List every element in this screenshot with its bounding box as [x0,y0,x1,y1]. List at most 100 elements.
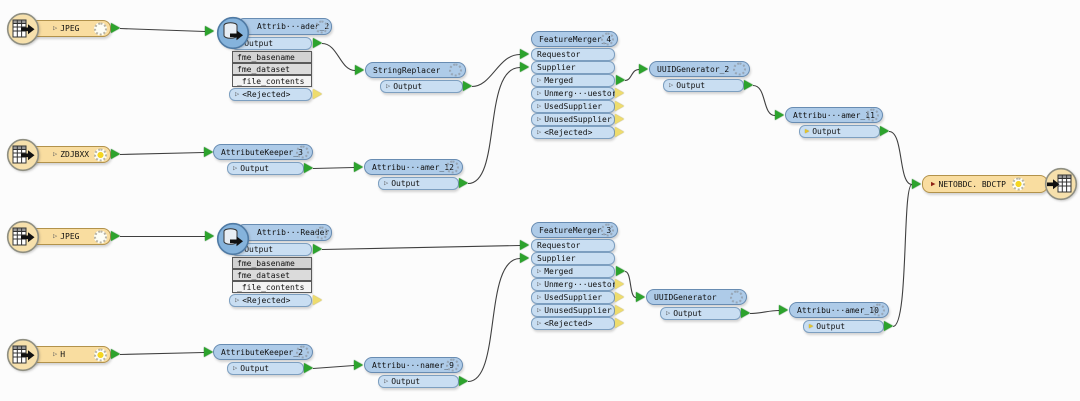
connection[interactable] [119,27,206,33]
port-output[interactable]: ▷ Output [380,80,463,93]
node-featuremerger-3[interactable]: FeatureMerger_3 [531,222,618,238]
gear-icon[interactable] [449,63,462,77]
port-used-supplier[interactable]: ▷ UsedSupplier [531,291,615,304]
gear-icon[interactable] [866,108,879,122]
gear-icon[interactable] [296,145,309,159]
port-rejected[interactable]: ▷ <Rejected> [531,126,615,139]
node-stringreplacer[interactable]: StringReplacer [365,62,466,78]
attribute-row[interactable]: fme_basename [232,51,312,63]
connection[interactable] [321,244,521,251]
attribute-row[interactable]: fme_dataset [232,269,312,281]
connection[interactable] [467,257,521,383]
input-connector[interactable] [205,231,214,241]
output-connector[interactable] [880,126,889,136]
connection[interactable] [752,84,776,117]
output-connector[interactable] [615,88,624,98]
output-connector[interactable] [615,305,624,315]
port-unused-supplier[interactable]: ▷ UnusedSupplier [531,113,615,126]
connection[interactable] [467,66,521,185]
port-rejected[interactable]: ▷ <Rejected> [229,88,312,101]
port-requestor[interactable]: Requestor [531,48,615,61]
attribute-row[interactable]: _file_contents [232,281,312,293]
input-connector[interactable] [204,147,213,157]
node-attributerenamer-12[interactable]: Attribu···amer_12 [364,159,463,175]
output-connector[interactable] [615,279,624,289]
connection[interactable] [312,364,355,370]
input-connector[interactable] [520,240,529,250]
gear-icon[interactable] [296,345,309,359]
rejected-connector[interactable] [615,127,624,137]
input-connector[interactable] [520,49,529,59]
port-used-supplier[interactable]: ▷ UsedSupplier [531,100,615,113]
output-connector[interactable] [741,308,750,318]
output-connector[interactable] [111,23,120,33]
output-connector[interactable] [615,114,624,124]
output-connector[interactable] [459,376,468,386]
output-connector[interactable] [111,231,120,241]
node-attributefilereader-2[interactable]: Attrib···ader_2 [236,18,332,35]
gear-warning-icon[interactable] [94,148,107,161]
port-output[interactable]: ▷ Output [660,307,741,320]
node-attributekeeper-2[interactable]: AttributeKeeper_2 [213,344,313,360]
rejected-connector[interactable] [615,318,624,328]
input-connector[interactable] [204,347,213,357]
connection[interactable] [119,351,205,356]
attribute-row[interactable]: fme_basename [232,257,312,269]
gear-icon[interactable] [94,230,107,243]
output-connector[interactable] [313,244,322,254]
output-connector[interactable] [463,81,472,91]
port-requestor[interactable]: Requestor [531,239,615,252]
output-connector[interactable] [615,101,624,111]
output-connector[interactable] [304,163,313,173]
connection[interactable] [624,68,640,82]
connection[interactable] [749,309,780,315]
port-output[interactable]: ▷ Output [378,177,459,190]
output-connector[interactable] [304,363,313,373]
input-connector[interactable] [205,26,214,36]
input-connector[interactable] [355,65,364,75]
input-connector[interactable] [779,305,788,315]
output-connector[interactable] [884,321,893,331]
output-connector[interactable] [459,178,468,188]
node-attributerenamer-11[interactable]: Attribu···amer_11 [785,107,883,123]
node-uuidgenerator[interactable]: UUIDGenerator [646,289,747,305]
port-output[interactable]: ▷ Output [378,375,459,388]
port-supplier[interactable]: Supplier [531,252,615,265]
port-rejected[interactable]: ▷ <Rejected> [229,294,312,307]
port-supplier[interactable]: Supplier [531,61,615,74]
connection[interactable] [312,166,355,170]
output-connector[interactable] [111,349,120,359]
node-attributerenamer-9[interactable]: Attribu···namer_9 [364,357,463,373]
port-output[interactable]: ▶ Output [803,320,884,333]
port-merged[interactable]: ▷ Merged [531,74,615,87]
input-connector[interactable] [354,162,363,172]
port-unmerged-requestor[interactable]: ▷ Unmerg···uestor [531,87,616,100]
gear-icon[interactable] [94,22,107,35]
input-connector[interactable] [636,292,645,302]
gear-icon[interactable] [446,160,459,174]
node-attributekeeper-3[interactable]: AttributeKeeper_3 [213,144,313,160]
attribute-row[interactable]: _file_contents [232,75,312,87]
gear-icon[interactable] [601,32,614,46]
port-output[interactable]: ▷ Output [227,162,304,175]
gear-icon[interactable] [733,62,746,76]
port-unmerged-requestor[interactable]: ▷ Unmerg···uestor [531,278,616,291]
port-output[interactable]: ▷ Output [227,362,304,375]
connection[interactable] [321,42,356,72]
rejected-connector[interactable] [313,89,322,99]
gear-icon[interactable] [446,358,459,372]
input-connector[interactable] [639,64,648,74]
input-connector[interactable] [520,62,529,72]
output-connector[interactable] [111,149,120,159]
output-connector[interactable] [616,266,625,276]
gear-icon[interactable] [315,20,328,33]
output-connector[interactable] [744,80,753,90]
port-unused-supplier[interactable]: ▷ UnusedSupplier [531,304,615,317]
node-attributefilereader[interactable]: Attrib···Reader [236,224,332,241]
gear-icon[interactable] [872,303,885,317]
connection[interactable] [119,151,205,156]
rejected-connector[interactable] [313,295,322,305]
input-connector[interactable] [354,360,363,370]
input-connector[interactable] [912,179,921,189]
node-writer-netobdc-bdctp[interactable]: ▶ NETOBDC. BDCTP [922,175,1048,193]
